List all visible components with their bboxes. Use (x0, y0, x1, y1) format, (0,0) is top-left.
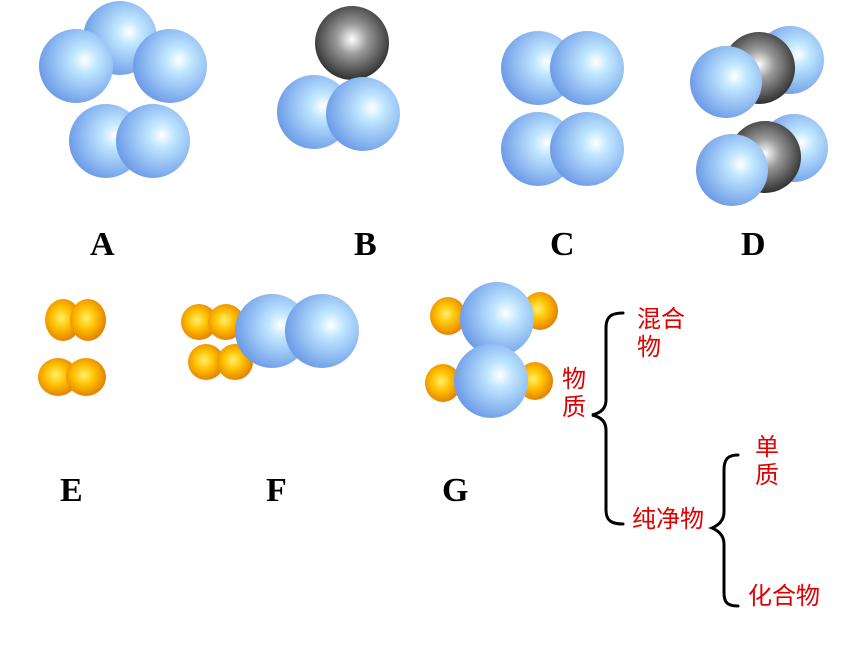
yellow-atom (430, 297, 466, 335)
sample-g-molecules (425, 282, 558, 418)
mixture-label: 混合 物 (637, 305, 685, 361)
sample-c-molecules (501, 31, 624, 186)
compound-label: 化合物 (748, 582, 820, 610)
blue-atom (116, 104, 190, 178)
label-d: D (741, 226, 766, 263)
blue-atom (326, 77, 400, 151)
blue-atom (285, 294, 359, 368)
sample-a-molecules (39, 1, 207, 178)
label-c: C (550, 226, 575, 263)
blue-atom (39, 29, 113, 103)
blue-atom (133, 29, 207, 103)
label-b: B (354, 226, 377, 263)
mixture-label-line2: 物 (637, 332, 661, 361)
sample-b-molecules (277, 6, 400, 151)
element-label: 单 质 (755, 433, 779, 489)
yellow-atom (425, 364, 461, 402)
blue-atom (690, 46, 762, 118)
sample-f-molecules (181, 294, 359, 380)
blue-atom (460, 282, 534, 356)
sample-e-molecules (38, 299, 106, 396)
label-f: F (266, 472, 287, 509)
matter-label: 物 质 (562, 365, 586, 421)
label-a: A (90, 226, 115, 263)
yellow-atom (45, 299, 81, 341)
pure-substance-label: 纯净物 (632, 505, 704, 533)
yellow-atom (181, 304, 217, 340)
yellow-atom (66, 358, 106, 396)
matter-brace (591, 311, 625, 526)
yellow-atom (188, 344, 224, 380)
blue-atom (550, 31, 624, 105)
pure-substance-brace (708, 453, 740, 608)
matter-label-line1: 物 (562, 365, 586, 393)
yellow-atom (70, 299, 106, 341)
element-label-line1: 单 (755, 433, 779, 461)
label-e: E (60, 472, 83, 509)
black-atom (315, 6, 389, 80)
yellow-atom (38, 358, 78, 396)
blue-atom (696, 134, 768, 206)
element-label-line2: 质 (755, 460, 779, 489)
mixture-label-line1: 混合 (637, 305, 685, 333)
sample-d-molecules (690, 26, 828, 206)
label-g: G (442, 472, 469, 509)
blue-atom (550, 112, 624, 186)
matter-label-line2: 质 (562, 392, 586, 421)
blue-atom (454, 344, 528, 418)
